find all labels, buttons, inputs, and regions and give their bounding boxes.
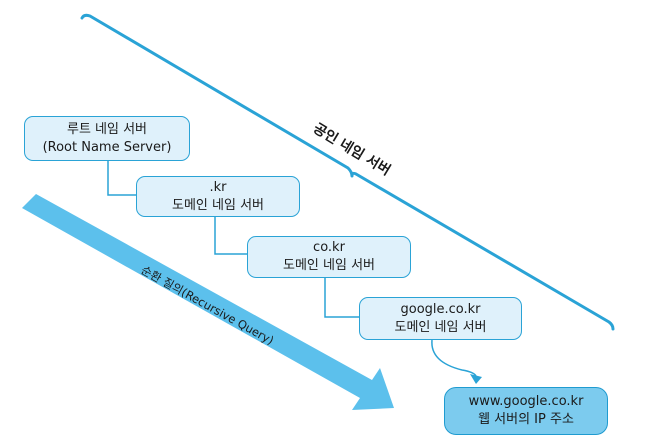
kr-box-line2: 도메인 네임 서버 [172,197,264,213]
cokr-box-line1: co.kr [313,240,345,255]
google-box-line1: google.co.kr [400,301,481,317]
kr-box-line1: .kr [209,179,227,195]
google-box-line2: 도메인 네임 서버 [394,319,487,335]
root-box-line1: 루트 네임 서버 [66,121,148,137]
connector-kr-cokr [214,217,247,255]
google-name-server-box: google.co.kr 도메인 네임 서버 [359,297,522,340]
recursive-query-arrow [22,194,394,410]
connector-google-result [431,339,477,377]
result-box-line1: www.google.co.kr [468,394,584,409]
root-box-line2: (Root Name Server) [42,139,172,155]
cokr-box-line2: 도메인 네임 서버 [283,258,375,273]
cokr-name-server-box: co.kr 도메인 네임 서버 [247,236,411,278]
public-name-server-brace [80,13,615,331]
root-name-server-box: 루트 네임 서버 (Root Name Server) [24,116,190,161]
result-box-line2: 웹 서버의 IP 주소 [478,412,574,427]
connector-google-result-arrowhead [470,374,482,384]
web-server-ip-box: www.google.co.kr 웹 서버의 IP 주소 [444,387,608,435]
connector-cokr-google [324,278,359,318]
kr-name-server-box: .kr 도메인 네임 서버 [136,176,300,217]
connector-root-kr [107,161,136,196]
